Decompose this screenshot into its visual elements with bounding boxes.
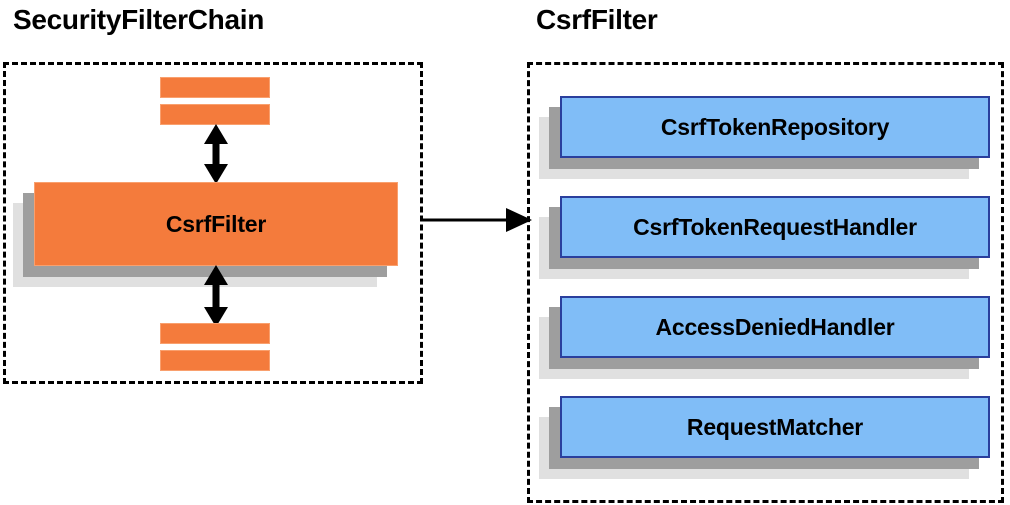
- filter-bar-top-1: [160, 77, 270, 98]
- csrf-filter-box-face: CsrfFilter: [34, 182, 398, 266]
- filter-bar-top-2: [160, 104, 270, 125]
- component-card-face: AccessDeniedHandler: [560, 296, 990, 358]
- panel-title-security-filter-chain: SecurityFilterChain: [13, 4, 265, 35]
- panel-title-csrf-filter: CsrfFilter: [536, 4, 658, 35]
- connector-arrow-chain-to-csrffilter: [420, 208, 532, 232]
- filter-bar-bottom-1: [160, 323, 270, 344]
- component-card-label: AccessDeniedHandler: [655, 313, 895, 340]
- component-card-csrf-token-request-handler[interactable]: CsrfTokenRequestHandler: [539, 196, 990, 279]
- component-card-face: CsrfTokenRequestHandler: [560, 196, 990, 258]
- component-card-csrf-token-repository[interactable]: CsrfTokenRepository: [539, 96, 990, 179]
- component-card-face: CsrfTokenRepository: [560, 96, 990, 158]
- component-card-label: CsrfTokenRepository: [660, 113, 890, 140]
- component-card-label: CsrfTokenRequestHandler: [633, 213, 917, 240]
- component-card-access-denied-handler[interactable]: AccessDeniedHandler: [539, 296, 990, 379]
- csrf-filter-box[interactable]: CsrfFilter: [13, 182, 398, 287]
- component-card-label: RequestMatcher: [686, 413, 864, 440]
- double-arrow-below-csrffilter: [204, 265, 228, 327]
- csrf-filter-box-label: CsrfFilter: [165, 210, 267, 237]
- filter-bar-bottom-2: [160, 350, 270, 371]
- component-card-face: RequestMatcher: [560, 396, 990, 458]
- component-card-request-matcher[interactable]: RequestMatcher: [539, 396, 990, 479]
- panel-csrf-filter: [527, 62, 1004, 503]
- panel-security-filter-chain: [3, 62, 423, 384]
- double-arrow-above-csrffilter: [204, 124, 228, 184]
